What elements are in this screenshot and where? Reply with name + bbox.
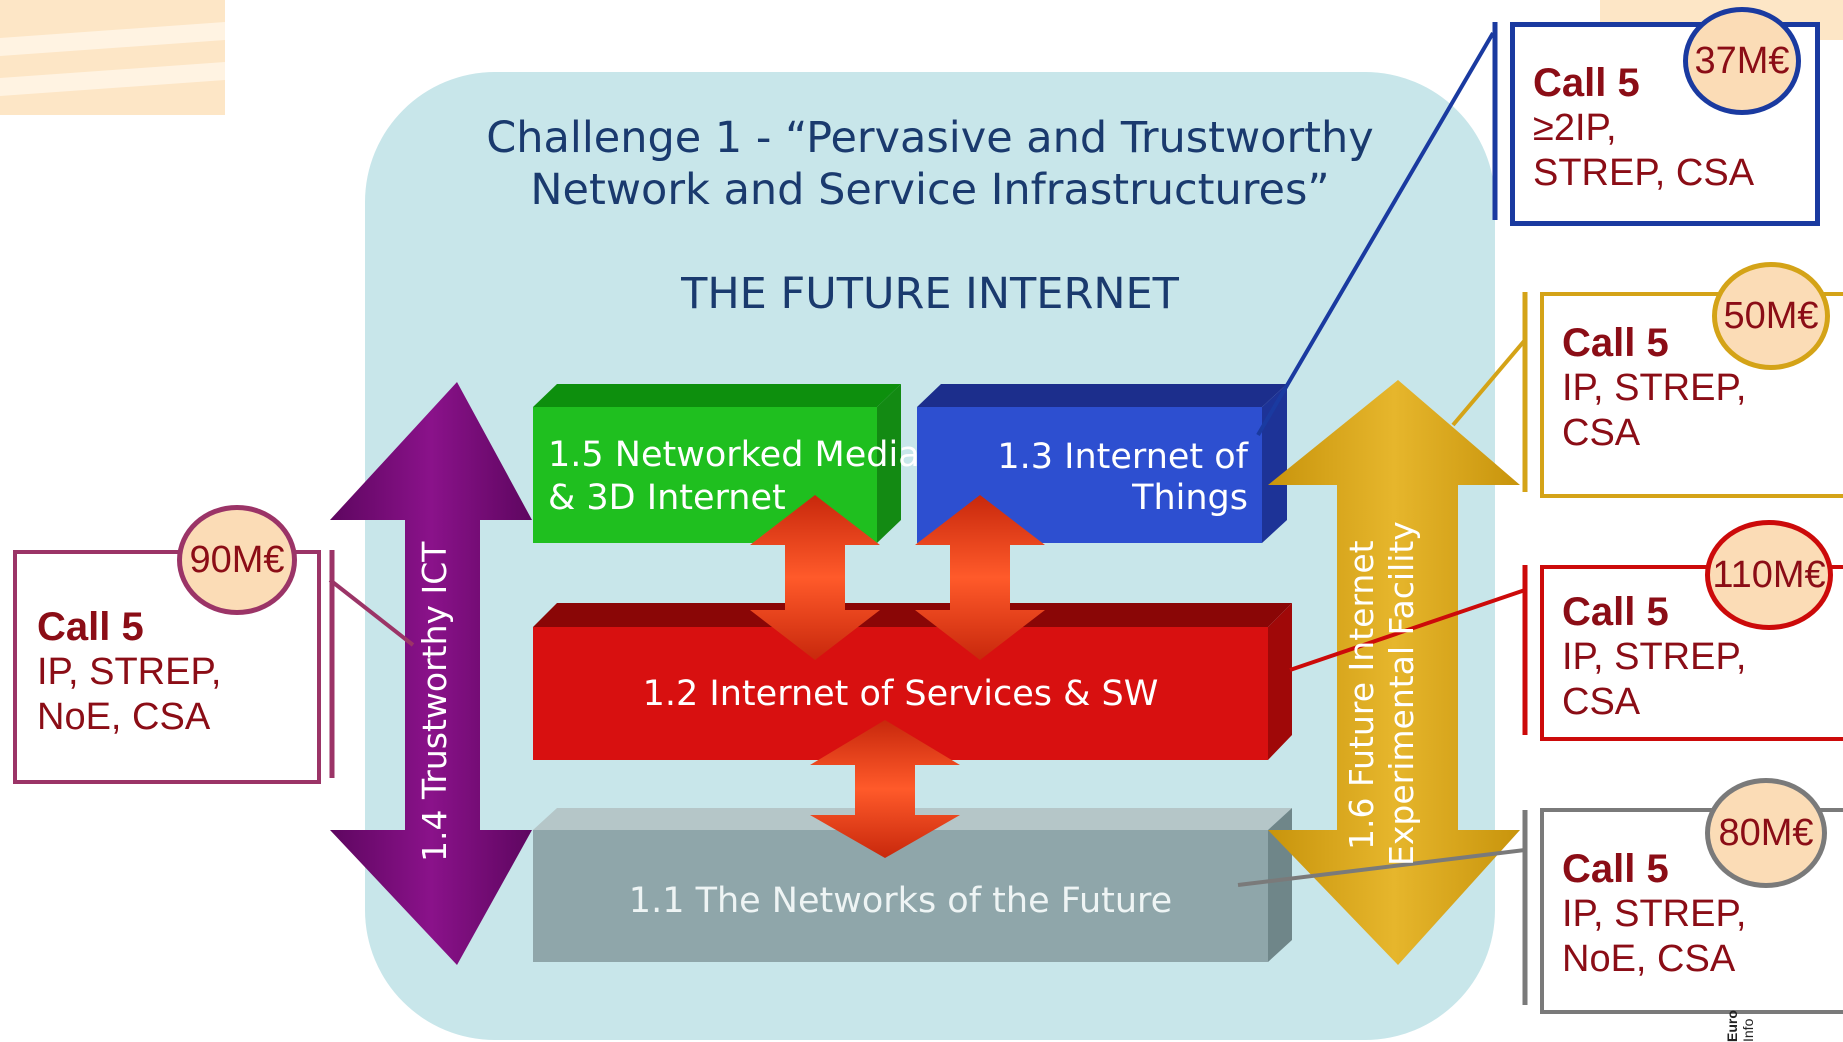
callout-types-2: NoE, CSA — [1562, 938, 1736, 980]
label-networks-of-future: 1.1 The Networks of the Future — [628, 881, 1173, 921]
decorative-stripes — [0, 0, 1843, 115]
callout-types-2: NoE, CSA — [37, 696, 211, 738]
label-networked-media-1: 1.5 Networked Media — [548, 435, 920, 475]
diagram-title-line1: Challenge 1 - “Pervasive and Trustworthy — [486, 113, 1374, 163]
connector-lines — [328, 31, 1527, 887]
arrow-trustworthy-ict — [330, 382, 532, 965]
callout-types-1: IP, STREP, — [1562, 367, 1747, 409]
arrow-future-internet-facility — [1268, 380, 1520, 965]
label-fire-1: 1.6 Future Internet — [1342, 540, 1381, 850]
callout-types-1: IP, STREP, — [37, 651, 222, 693]
callout-call-label: Call 5 — [1533, 61, 1640, 105]
callout-call-label: Call 5 — [37, 605, 144, 649]
label-internet-of-things-1: 1.3 Internet of — [997, 437, 1248, 477]
orange-arrows — [750, 495, 1045, 858]
callout-types-1: IP, STREP, — [1562, 636, 1747, 678]
label-internet-of-things-2: Things — [1132, 478, 1248, 518]
callout-types-1: IP, STREP, — [1562, 893, 1747, 935]
callout-future-internet-facility: Call 5 IP, STREP, CSA — [1540, 292, 1843, 498]
callout-types-2: CSA — [1562, 412, 1641, 454]
diagram-subtitle: THE FUTURE INTERNET — [681, 269, 1179, 319]
callout-types-1: ≥2IP, — [1533, 107, 1617, 149]
budget-badge: 50M€ — [1712, 262, 1830, 370]
label-internet-of-services: 1.2 Internet of Services & SW — [642, 674, 1159, 714]
budget-badge: 90M€ — [177, 505, 297, 615]
budget-badge: 110M€ — [1705, 520, 1833, 630]
label-trustworthy-ict: 1.4 Trustworthy ICT — [415, 541, 454, 862]
footer-logo-line1: Euro — [1724, 1010, 1740, 1042]
budget-badge: 80M€ — [1705, 778, 1827, 888]
label-fire-2: Experimental Facility — [1382, 521, 1421, 866]
block-internet-of-things — [917, 384, 1287, 543]
callout-call-label: Call 5 — [1562, 847, 1669, 891]
callout-call-label: Call 5 — [1562, 321, 1669, 365]
footer-logo-line2: Info — [1740, 1018, 1756, 1042]
diagram-title-line2: Network and Service Infrastructures” — [530, 165, 1330, 215]
challenge-panel — [365, 72, 1495, 1040]
budget-badge: 37M€ — [1683, 7, 1801, 115]
label-networked-media-2: & 3D Internet — [548, 478, 786, 518]
callout-types-2: CSA — [1562, 681, 1641, 723]
callout-types-2: STREP, CSA — [1533, 152, 1755, 194]
callout-call-label: Call 5 — [1562, 590, 1669, 634]
